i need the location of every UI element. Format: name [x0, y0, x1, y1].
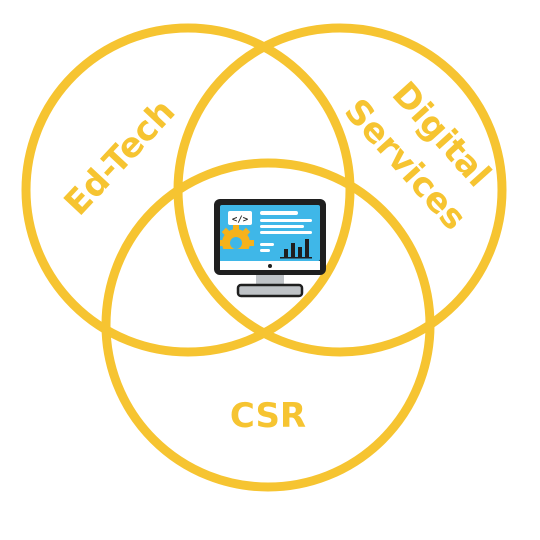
svg-text:</>: </>: [232, 215, 249, 225]
bar-chart-icon: [280, 239, 312, 259]
circle-csr: [101, 158, 435, 492]
label-csr: CSR: [230, 396, 306, 436]
computer-monitor-dashboard-icon: </>: [214, 199, 326, 298]
